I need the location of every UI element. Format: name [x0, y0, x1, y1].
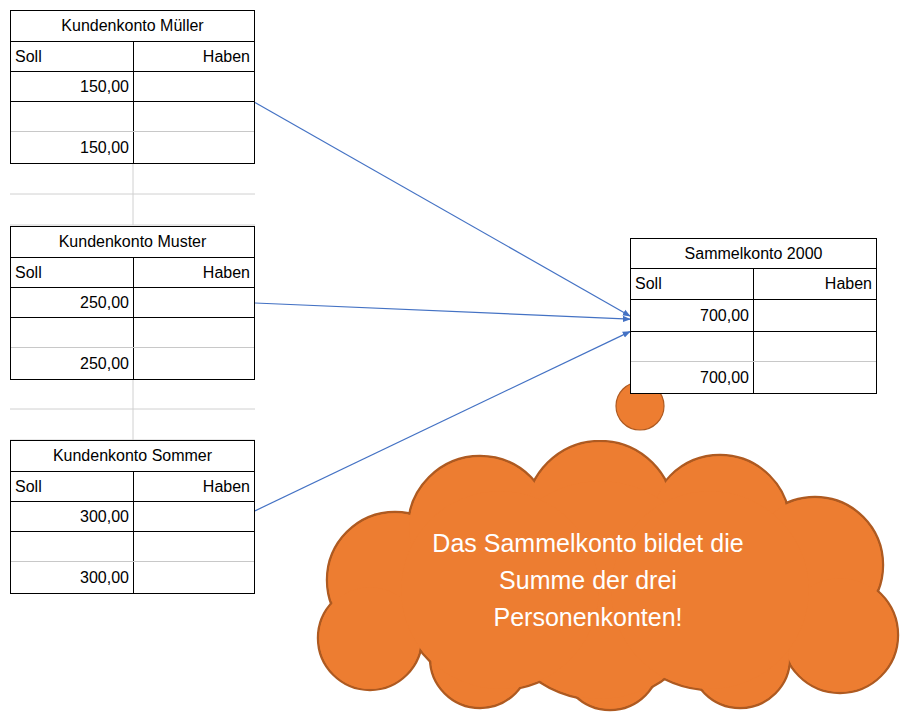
haben-cell: [134, 562, 254, 593]
connector-arrow: [255, 303, 630, 319]
haben-cell: [134, 502, 254, 531]
account-row: 150,00: [11, 132, 254, 163]
soll-cell: [11, 532, 134, 561]
account-title-cell: Kundenkonto Sommer: [11, 441, 254, 471]
account-title: Kundenkonto Müller: [61, 17, 203, 35]
empty-grid-rows: [10, 163, 255, 440]
soll-cell: 700,00: [631, 362, 754, 393]
soll-cell: [11, 318, 134, 347]
account-title: Sammelkonto 2000: [685, 245, 823, 263]
haben-cell: [134, 102, 254, 131]
amount: 250,00: [80, 355, 129, 373]
callout-cloud: Das Sammelkonto bildet die Summe der dre…: [300, 440, 905, 712]
soll-cell: [11, 102, 134, 131]
t-account: Sammelkonto 2000Soll Haben 700,00 700,00: [630, 238, 877, 394]
haben-cell: [134, 132, 254, 163]
account-row: 300,00: [11, 562, 254, 593]
haben-cell: [754, 362, 876, 393]
t-account: Kundenkonto SommerSoll Haben 300,00 300,00: [10, 440, 255, 594]
column-header: Haben: [203, 48, 250, 66]
account-title: Kundenkonto Sommer: [53, 447, 212, 465]
account-title-cell: Kundenkonto Müller: [11, 11, 254, 41]
account-row: Soll Haben: [11, 258, 254, 288]
haben-cell: Haben: [134, 472, 254, 501]
amount: 150,00: [80, 139, 129, 157]
column-header: Soll: [15, 48, 42, 66]
soll-cell: [631, 332, 754, 361]
soll-cell: 250,00: [11, 348, 134, 379]
account-row: Sammelkonto 2000: [631, 239, 876, 269]
callout-text: Das Sammelkonto bildet die Summe der dre…: [413, 525, 763, 636]
haben-cell: Haben: [134, 42, 254, 71]
soll-cell: Soll: [11, 472, 134, 501]
column-header: Soll: [15, 264, 42, 282]
account-title-cell: Kundenkonto Muster: [11, 227, 254, 257]
account-row: [11, 102, 254, 132]
soll-cell: Soll: [11, 42, 134, 71]
connector-arrow: [255, 102, 630, 316]
account-title: Kundenkonto Muster: [59, 233, 207, 251]
account-row: Soll Haben: [631, 269, 876, 300]
column-header: Haben: [203, 478, 250, 496]
account-row: Soll Haben: [11, 472, 254, 502]
soll-cell: 250,00: [11, 288, 134, 317]
column-header: Haben: [203, 264, 250, 282]
account-row: [631, 332, 876, 362]
account-row: Kundenkonto Müller: [11, 11, 254, 42]
account-row: 250,00: [11, 348, 254, 379]
amount: 700,00: [700, 369, 749, 387]
amount: 300,00: [80, 508, 129, 526]
amount: 300,00: [80, 569, 129, 587]
soll-cell: 150,00: [11, 72, 134, 101]
account-row: 250,00: [11, 288, 254, 318]
account-row: 300,00: [11, 502, 254, 532]
amount: 250,00: [80, 294, 129, 312]
soll-cell: 150,00: [11, 132, 134, 163]
soll-cell: 300,00: [11, 502, 134, 531]
soll-cell: 700,00: [631, 300, 754, 331]
haben-cell: [134, 318, 254, 347]
amount: 150,00: [80, 78, 129, 96]
haben-cell: Haben: [754, 269, 876, 299]
account-row: 150,00: [11, 72, 254, 102]
account-row: 700,00: [631, 300, 876, 332]
haben-cell: Haben: [134, 258, 254, 287]
account-row: 700,00: [631, 362, 876, 393]
t-account: Kundenkonto MüllerSoll Haben 150,00 150,00: [10, 10, 255, 164]
haben-cell: [754, 332, 876, 361]
t-account: Kundenkonto MusterSoll Haben 250,00 250,00: [10, 226, 255, 380]
haben-cell: [134, 532, 254, 561]
soll-cell: Soll: [11, 258, 134, 287]
account-row: Kundenkonto Sommer: [11, 441, 254, 472]
account-row: Kundenkonto Muster: [11, 227, 254, 258]
column-header: Soll: [635, 275, 662, 293]
haben-cell: [754, 300, 876, 331]
haben-cell: [134, 72, 254, 101]
amount: 700,00: [700, 307, 749, 325]
column-header: Haben: [825, 275, 872, 293]
haben-cell: [134, 288, 254, 317]
account-row: [11, 532, 254, 562]
account-title-cell: Sammelkonto 2000: [631, 239, 876, 268]
account-row: Soll Haben: [11, 42, 254, 72]
soll-cell: Soll: [631, 269, 754, 299]
account-row: [11, 318, 254, 348]
haben-cell: [134, 348, 254, 379]
column-header: Soll: [15, 478, 42, 496]
soll-cell: 300,00: [11, 562, 134, 593]
